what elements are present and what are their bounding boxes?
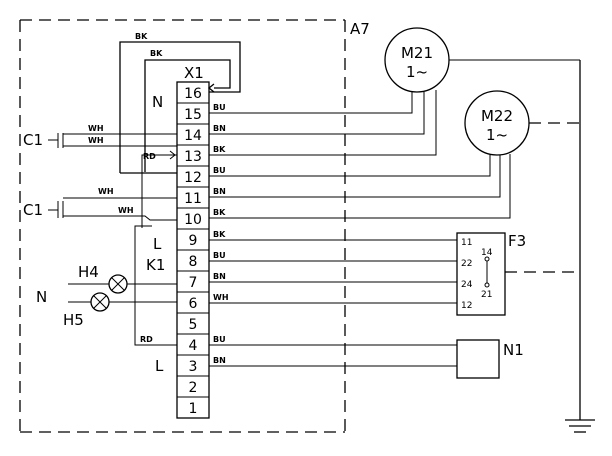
wire-m21-bk-label: BK	[213, 145, 226, 154]
terminal-9: 9	[189, 233, 198, 249]
terminal-14: 14	[184, 128, 202, 144]
bk-loop-wires	[119, 41, 241, 174]
capacitor-c1-lower-label: C1	[23, 201, 43, 219]
wire-f3-wh-label: WH	[213, 293, 229, 302]
terminal-5: 5	[189, 317, 198, 333]
module-n1-label: N1	[503, 341, 524, 359]
label-l-lower: L	[155, 357, 164, 375]
terminal-3: 3	[189, 359, 198, 375]
label-n-inside: N	[152, 93, 163, 111]
lamp-h5-label: H5	[63, 311, 84, 329]
rd-wires	[134, 150, 177, 346]
thermostat-f3-label: F3	[508, 232, 526, 250]
label-n-outside: N	[36, 288, 47, 306]
terminal-4: 4	[189, 338, 198, 354]
lamp-h4	[68, 274, 177, 294]
ground-symbol	[565, 60, 595, 433]
f3-pin-12: 12	[461, 301, 472, 311]
wire-m21-bu-label: BU	[213, 103, 226, 112]
capacitor-c1-lower	[48, 197, 177, 221]
terminal-2: 2	[189, 380, 198, 396]
terminal-8: 8	[189, 254, 198, 270]
wire-f3-bn-label: BN	[213, 272, 226, 281]
terminal-1: 1	[189, 401, 198, 417]
motor-m22-name: M22	[481, 107, 513, 125]
terminal-11: 11	[184, 191, 202, 207]
motor-m21-symbol: 1~	[406, 63, 428, 81]
terminal-block-label: X1	[184, 64, 204, 82]
wire-rd-upper-label: RD	[143, 152, 156, 161]
wire-m22-bu-label: BU	[213, 166, 226, 175]
capacitor-c1-upper-label: C1	[23, 131, 43, 149]
label-k1: K1	[146, 256, 165, 274]
terminal-10: 10	[184, 212, 202, 228]
motor-m22-symbol: 1~	[486, 126, 508, 144]
f3-pin-11: 11	[461, 238, 472, 248]
module-a7-label: A7	[350, 20, 370, 38]
wire-f3-bk-label: BK	[213, 230, 226, 239]
motor-m21	[384, 27, 580, 93]
terminal-7: 7	[189, 275, 198, 291]
lamp-h4-label: H4	[78, 263, 99, 281]
wire-m21-bn-label: BN	[213, 124, 226, 133]
wire-rd-lower-label: RD	[140, 335, 153, 344]
f3-pin-21: 21	[481, 290, 492, 300]
thermostat-f3	[456, 232, 580, 316]
wire-bk-outer-label: BK	[135, 32, 148, 41]
terminal-6: 6	[189, 296, 198, 312]
thermostat-wires	[209, 239, 457, 304]
wire-n1-bu-label: BU	[213, 335, 226, 344]
terminal-15: 15	[184, 107, 202, 123]
wire-wh-c1d-label: WH	[118, 206, 134, 215]
wire-wh-c1b-label: WH	[88, 136, 104, 145]
lamp-h5	[68, 292, 177, 312]
module-n1	[209, 339, 500, 379]
wire-m22-bn-label: BN	[213, 187, 226, 196]
terminal-12: 12	[184, 170, 202, 186]
wire-bk-inner-label: BK	[150, 49, 163, 58]
f3-pin-24: 24	[461, 280, 473, 290]
wire-f3-bu-label: BU	[213, 251, 226, 260]
wire-wh-c1c-label: WH	[98, 187, 114, 196]
f3-pin-14: 14	[481, 248, 493, 258]
motor-m21-name: M21	[401, 44, 433, 62]
label-l-upper: L	[153, 235, 162, 253]
f3-pin-22: 22	[461, 259, 472, 269]
terminal-16: 16	[184, 86, 202, 102]
wire-wh-c1a-label: WH	[88, 124, 104, 133]
motor-wires	[209, 90, 511, 219]
terminal-13: 13	[184, 149, 202, 165]
terminal-block-x1	[176, 81, 210, 419]
wire-m22-bk-label: BK	[213, 208, 226, 217]
motor-m22	[464, 90, 580, 156]
wire-n1-bn-label: BN	[213, 356, 226, 365]
capacitor-c1-upper	[48, 133, 177, 148]
module-a7-border	[19, 19, 346, 433]
